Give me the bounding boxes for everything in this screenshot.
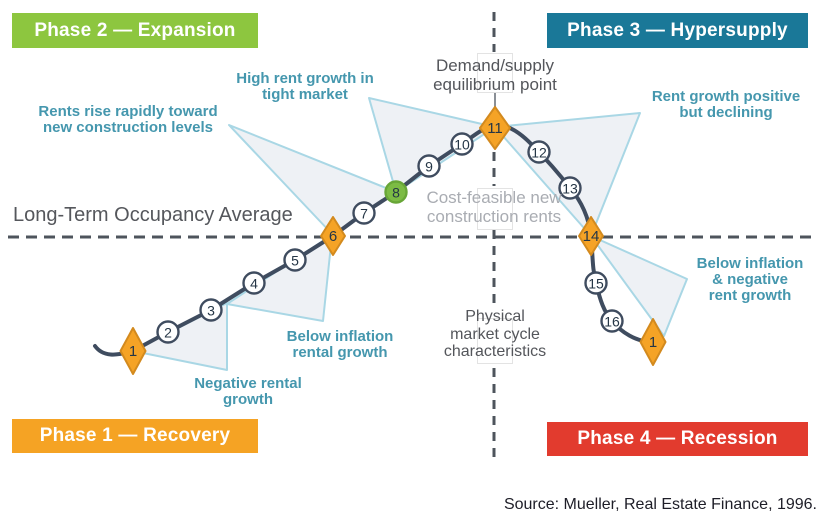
curve-point-label-5: 5	[291, 253, 299, 269]
curve-point-marker-15	[584, 271, 608, 295]
phase4-label: Phase 4 — Recession	[577, 428, 778, 449]
placeholder-box-physical	[477, 318, 513, 364]
curve-point-marker-13	[558, 176, 582, 200]
curve-point-marker-11	[479, 106, 511, 150]
curve-point-label-4: 4	[250, 276, 258, 292]
curve-point-label-6: 6	[329, 228, 337, 245]
curve-point-marker-10	[450, 132, 474, 156]
curve-point-marker-12	[527, 140, 551, 164]
annotation-below-inflation-negative: Below inflation & negative rent growth	[696, 255, 804, 304]
curve-point-label-7: 7	[360, 206, 368, 222]
curve-point-marker-14	[578, 216, 604, 256]
curve-point-marker-9	[417, 154, 441, 178]
curve-point-label-14: 14	[583, 228, 600, 245]
curve-point-marker-3	[199, 298, 223, 322]
placeholder-box-demand	[477, 53, 513, 93]
annotation-physical-market-cycle: Physical market cycle characteristics	[443, 308, 547, 361]
curve-point-marker-2	[156, 320, 180, 344]
curve-point-marker-17	[639, 318, 667, 366]
phase4-recession-banner: Phase 4 — Recession	[547, 422, 808, 456]
curve-point-marker-6	[320, 216, 346, 256]
curve-point-label-2: 2	[164, 325, 172, 341]
callout-high-rent	[368, 97, 496, 193]
curve-point-marker-8	[384, 180, 408, 204]
annotation-demand-supply-equilibrium: Demand/supply equilibrium point	[433, 56, 557, 94]
curve-point-marker-5	[283, 248, 307, 272]
annotation-rents-rise: Rents rise rapidly toward new constructi…	[38, 103, 218, 136]
annotation-below-inflation-rental: Below inflation rental growth	[286, 328, 394, 361]
curve-point-label-11: 11	[487, 120, 503, 137]
source-citation: Source: Mueller, Real Estate Finance, 19…	[503, 496, 817, 513]
callout-below-inflation-negative	[590, 235, 688, 337]
curve-point-label-8: 8	[392, 185, 400, 201]
annotation-high-rent-growth: High rent growth in tight market	[236, 70, 374, 103]
phase2-expansion-banner: Phase 2 — Expansion	[12, 13, 258, 48]
placeholder-box-cost	[477, 188, 513, 230]
annotation-negative-rental: Negative rental growth	[194, 375, 302, 408]
curve-point-label-3: 3	[207, 303, 215, 319]
annotation-rent-growth-positive: Rent growth positive but declining	[651, 88, 801, 121]
curve-point-label-9: 9	[425, 159, 433, 175]
annotation-cost-feasible: Cost-feasible new construction rents	[426, 188, 562, 226]
curve-point-marker-16	[600, 309, 624, 333]
curve-point-marker-1	[119, 327, 147, 375]
phase3-hypersupply-banner: Phase 3 — Hypersupply	[547, 13, 808, 48]
curve-point-label-16: 16	[604, 314, 620, 330]
phase1-label: Phase 1 — Recovery	[39, 425, 231, 446]
curve-point-label-13: 13	[562, 181, 578, 197]
curve-point-marker-4	[242, 271, 266, 295]
curve-point-label-1: 1	[129, 343, 137, 360]
curve-point-label-17: 1	[649, 334, 657, 351]
curve-point-label-15: 15	[588, 276, 604, 292]
curve-point-label-10: 10	[454, 137, 470, 153]
phase3-label: Phase 3 — Hypersupply	[567, 19, 788, 41]
long-term-occupancy-label: Long-Term Occupancy Average	[13, 204, 293, 226]
curve-point-marker-7	[352, 201, 376, 225]
phase2-label: Phase 2 — Expansion	[34, 19, 236, 41]
curve-point-label-12: 12	[531, 145, 547, 161]
phase1-recovery-banner: Phase 1 — Recovery	[12, 419, 258, 453]
